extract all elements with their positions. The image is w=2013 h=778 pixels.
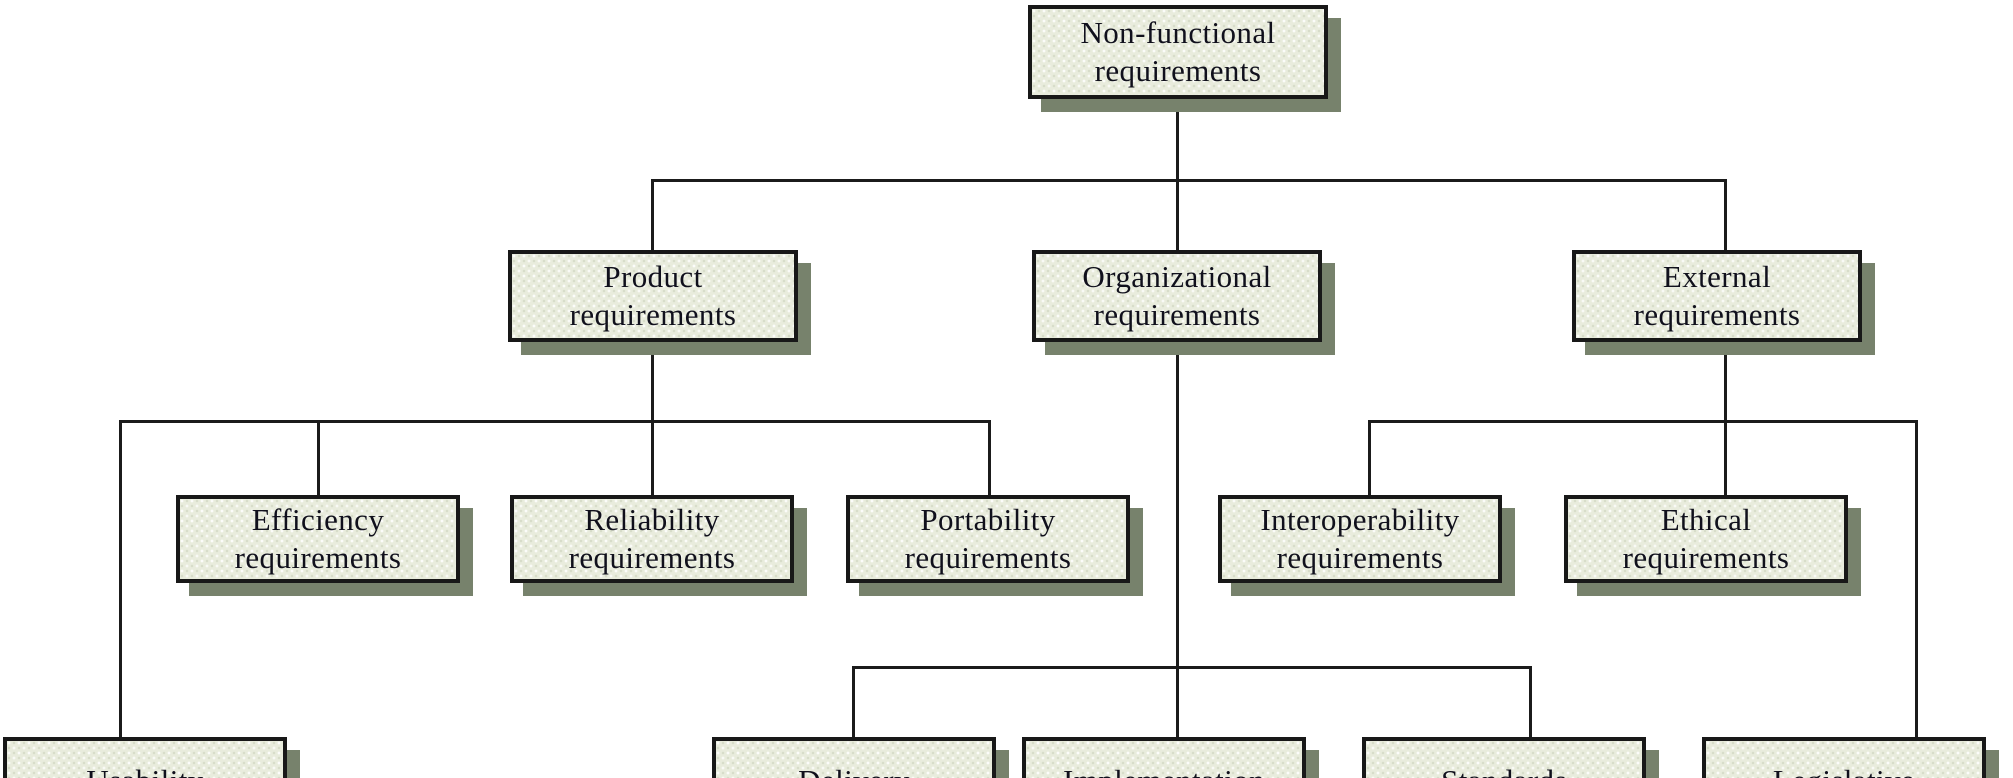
node-non-functional-requirements[interactable]: Non-functional requirements	[1028, 5, 1341, 112]
node-label: External requirements	[1633, 259, 1801, 332]
edge-root-organizational-drop	[1176, 179, 1179, 251]
edge-organizational-stem	[1176, 342, 1179, 668]
edge-external-legislative-drop	[1915, 420, 1918, 740]
node-product-requirements[interactable]: Product requirements	[508, 250, 811, 355]
node-label: Legislative	[1767, 762, 1921, 778]
edge-product-reliability-drop	[651, 420, 654, 496]
edge-root-external-drop	[1724, 179, 1727, 251]
node-face: External requirements	[1572, 250, 1862, 342]
node-label: Usability	[80, 762, 209, 778]
node-face: Ethical requirements	[1564, 495, 1848, 583]
edge-level1-bus	[651, 179, 1727, 182]
node-face: Implementation	[1022, 737, 1306, 778]
node-ethical-requirements[interactable]: Ethical requirements	[1564, 495, 1861, 596]
node-face: Efficiency requirements	[176, 495, 460, 583]
node-face: Legislative	[1702, 737, 1986, 778]
node-legislative[interactable]: Legislative	[1702, 737, 1999, 778]
node-interoperability-requirements[interactable]: Interoperability requirements	[1218, 495, 1515, 596]
node-delivery[interactable]: Delivery	[712, 737, 1009, 778]
edge-external-ethical-drop	[1724, 420, 1727, 496]
node-reliability-requirements[interactable]: Reliability requirements	[510, 495, 807, 596]
node-label: Reliability requirements	[568, 502, 736, 575]
edge-organizational-standards-drop	[1529, 666, 1532, 740]
node-usability[interactable]: Usability	[3, 737, 300, 778]
node-label: Delivery	[792, 762, 916, 778]
edge-root-product-drop	[651, 179, 654, 251]
node-face: Interoperability requirements	[1218, 495, 1502, 583]
node-external-requirements[interactable]: External requirements	[1572, 250, 1875, 355]
node-implementation[interactable]: Implementation	[1022, 737, 1319, 778]
edge-external-bus	[1368, 420, 1918, 423]
node-standards[interactable]: Standards	[1362, 737, 1659, 778]
node-face: Usability	[3, 737, 287, 778]
edge-organizational-bus	[852, 666, 1532, 669]
edge-product-efficiency-drop	[317, 420, 320, 496]
edge-product-stem	[651, 342, 654, 422]
edge-product-portability-drop	[988, 420, 991, 496]
node-face: Organizational requirements	[1032, 250, 1322, 342]
node-face: Delivery	[712, 737, 996, 778]
node-label: Organizational requirements	[1082, 259, 1272, 332]
edge-organizational-delivery-drop	[852, 666, 855, 740]
node-label: Ethical requirements	[1622, 502, 1790, 575]
edge-organizational-implementation-drop	[1176, 666, 1179, 740]
node-label: Portability requirements	[904, 502, 1072, 575]
node-face: Reliability requirements	[510, 495, 794, 583]
node-label: Interoperability requirements	[1260, 502, 1460, 575]
node-organizational-requirements[interactable]: Organizational requirements	[1032, 250, 1335, 355]
edge-external-interoperability-drop	[1368, 420, 1371, 496]
edge-product-usability-drop	[119, 420, 122, 740]
node-face: Portability requirements	[846, 495, 1130, 583]
node-label: Non-functional requirements	[1080, 15, 1276, 88]
node-portability-requirements[interactable]: Portability requirements	[846, 495, 1143, 596]
node-label: Standards	[1435, 762, 1573, 778]
node-face: Non-functional requirements	[1028, 5, 1328, 99]
node-label: Product requirements	[569, 259, 737, 332]
edge-external-stem	[1724, 342, 1727, 422]
node-face: Standards	[1362, 737, 1646, 778]
node-label: Implementation	[1057, 762, 1271, 778]
node-label: Efficiency requirements	[234, 502, 402, 575]
node-efficiency-requirements[interactable]: Efficiency requirements	[176, 495, 473, 596]
edge-product-bus	[119, 420, 991, 423]
node-face: Product requirements	[508, 250, 798, 342]
edge-root-stem	[1176, 99, 1179, 181]
